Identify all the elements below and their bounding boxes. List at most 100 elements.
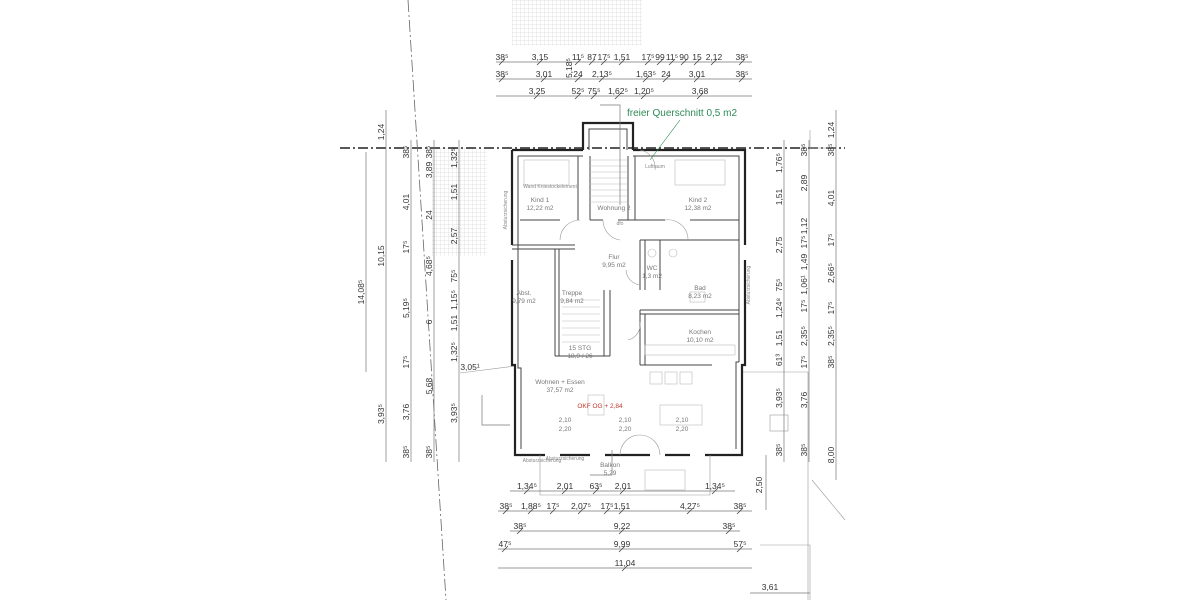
dimension-line bbox=[644, 58, 652, 66]
terrace-outline-2 bbox=[809, 130, 835, 149]
dimension-label: 1,49 bbox=[799, 253, 809, 270]
dimension-label: 6 bbox=[424, 319, 434, 324]
dimension-label: 17⁵ bbox=[601, 501, 614, 511]
room-name: Kochen bbox=[689, 329, 711, 336]
dimension-label: 17⁵ bbox=[799, 236, 809, 249]
dimension-label: 2,01 bbox=[615, 481, 632, 491]
dimension-label: 17⁵ bbox=[598, 52, 611, 62]
dimension-line bbox=[516, 527, 524, 535]
dimension-line bbox=[533, 92, 541, 100]
dimension-label: 17⁵ bbox=[642, 52, 655, 62]
note-label: Absturzsicherung bbox=[503, 190, 509, 229]
dimension-line bbox=[536, 58, 544, 66]
dimension-label: 38⁵ bbox=[496, 52, 509, 62]
dimension-line bbox=[736, 545, 744, 553]
dimension-label: 1,51 bbox=[774, 188, 784, 205]
dimension-label: 1,15⁵ bbox=[449, 290, 459, 310]
diag-line bbox=[811, 479, 846, 521]
dimension-label: 38⁵ bbox=[496, 69, 509, 79]
column-symbol bbox=[769, 414, 789, 432]
dimension-label: 57⁵ bbox=[734, 539, 747, 549]
dimension-line bbox=[738, 58, 746, 66]
window-dimension: 2,10 bbox=[619, 417, 632, 424]
window-dimension: 2,20 bbox=[676, 426, 689, 433]
dimension-label: 1,32⁵ bbox=[449, 342, 459, 362]
note-label: Absturzsicherung bbox=[523, 458, 562, 464]
dimension-label: 17⁵ bbox=[799, 300, 809, 313]
dimension-line bbox=[540, 75, 548, 83]
dimension-label: 38⁵ bbox=[826, 144, 836, 157]
stair-steps-label: 15 STG bbox=[569, 345, 591, 352]
dimension-label: 2,35⁵ bbox=[826, 326, 836, 346]
dimension-label: 4,01 bbox=[826, 189, 836, 206]
dimension-label: 14,08⁵ bbox=[356, 280, 366, 305]
dimension-lines bbox=[365, 58, 837, 594]
room-name: Balkon bbox=[600, 462, 620, 469]
room-name: Bad bbox=[694, 285, 706, 292]
dimension-label: 2,07⁵ bbox=[571, 501, 591, 511]
room-area: 9,84 m2 bbox=[560, 298, 584, 305]
dimension-label: 1,12 bbox=[799, 217, 809, 234]
door-swings bbox=[559, 149, 689, 456]
dimension-label: 11,04 bbox=[615, 558, 636, 568]
dimension-label: 1,51 bbox=[614, 501, 631, 511]
dimension-label: 1,32⁵ bbox=[449, 148, 459, 168]
dimension-label: 3,93⁵ bbox=[774, 388, 784, 408]
dimension-line bbox=[574, 58, 582, 66]
dimension-label: 3,15 bbox=[532, 52, 549, 62]
dimension-line bbox=[656, 58, 664, 66]
dimension-line bbox=[693, 58, 701, 66]
dimension-line bbox=[501, 545, 509, 553]
dimension-line bbox=[640, 92, 648, 100]
dimension-label: 38⁵ bbox=[514, 521, 527, 531]
dimension-label: 2,35⁵ bbox=[799, 326, 809, 346]
dimension-label: 17⁵ bbox=[547, 501, 560, 511]
stair-tower bbox=[581, 121, 635, 150]
dimension-label: 3,01 bbox=[536, 69, 553, 79]
dimension-label: 3,76 bbox=[401, 403, 411, 420]
dimension-label: 1,63⁵ bbox=[636, 69, 656, 79]
dimension-label: 3,05¹ bbox=[460, 362, 480, 372]
dimension-label: 1,51 bbox=[614, 52, 631, 62]
dimension-label: 38⁵ bbox=[401, 446, 411, 459]
dimension-label: 9,99 bbox=[614, 539, 631, 549]
room-name: Wohnung 2 bbox=[597, 205, 631, 212]
stair-treads bbox=[562, 159, 627, 343]
hatched-area-left bbox=[432, 148, 487, 256]
dimension-label: 1,34⁵ bbox=[705, 481, 725, 491]
dimension-label: 3,93⁵ bbox=[449, 403, 459, 423]
dimension-label: 17⁵ bbox=[401, 356, 411, 369]
dimension-label: 75⁵ bbox=[588, 86, 601, 96]
section-marker-top bbox=[600, 104, 621, 205]
dimension-label: 38⁵ bbox=[826, 356, 836, 369]
dimension-line bbox=[574, 75, 582, 83]
dimension-line bbox=[618, 545, 626, 553]
room-name: Kind 2 bbox=[689, 197, 708, 204]
note-label: Wand Kniestockelement bbox=[523, 184, 577, 190]
section-marker-bottom bbox=[590, 450, 613, 476]
dimension-label: 90 bbox=[679, 52, 689, 62]
room-area: 10,10 m2 bbox=[686, 337, 713, 344]
room-area: 9,95 m2 bbox=[602, 262, 626, 269]
dimension-label: 38⁵ bbox=[734, 501, 747, 511]
dimension-line bbox=[618, 527, 626, 535]
dimension-line bbox=[498, 75, 506, 83]
dimension-label: 11⁵ bbox=[572, 52, 584, 62]
dimension-label: 24 bbox=[573, 69, 583, 79]
room-name: Kind 1 bbox=[531, 197, 550, 204]
dimension-label: 1,62⁵ bbox=[608, 86, 628, 96]
dimension-label: 38⁵ bbox=[736, 52, 749, 62]
dimension-label: 1,51 bbox=[774, 329, 784, 346]
dimension-line bbox=[614, 92, 622, 100]
furniture bbox=[523, 159, 736, 491]
dimension-label: 17⁵ bbox=[799, 356, 809, 369]
dimension-label: 3,68 bbox=[692, 86, 709, 96]
dimension-line bbox=[621, 564, 629, 572]
dimension-line bbox=[710, 58, 718, 66]
dimension-line bbox=[502, 507, 510, 515]
dimension-label: 87 bbox=[587, 52, 597, 62]
dimension-label: 38⁵ bbox=[723, 521, 736, 531]
dimension-line bbox=[603, 507, 611, 515]
dimension-label: 10,15 bbox=[376, 245, 386, 267]
